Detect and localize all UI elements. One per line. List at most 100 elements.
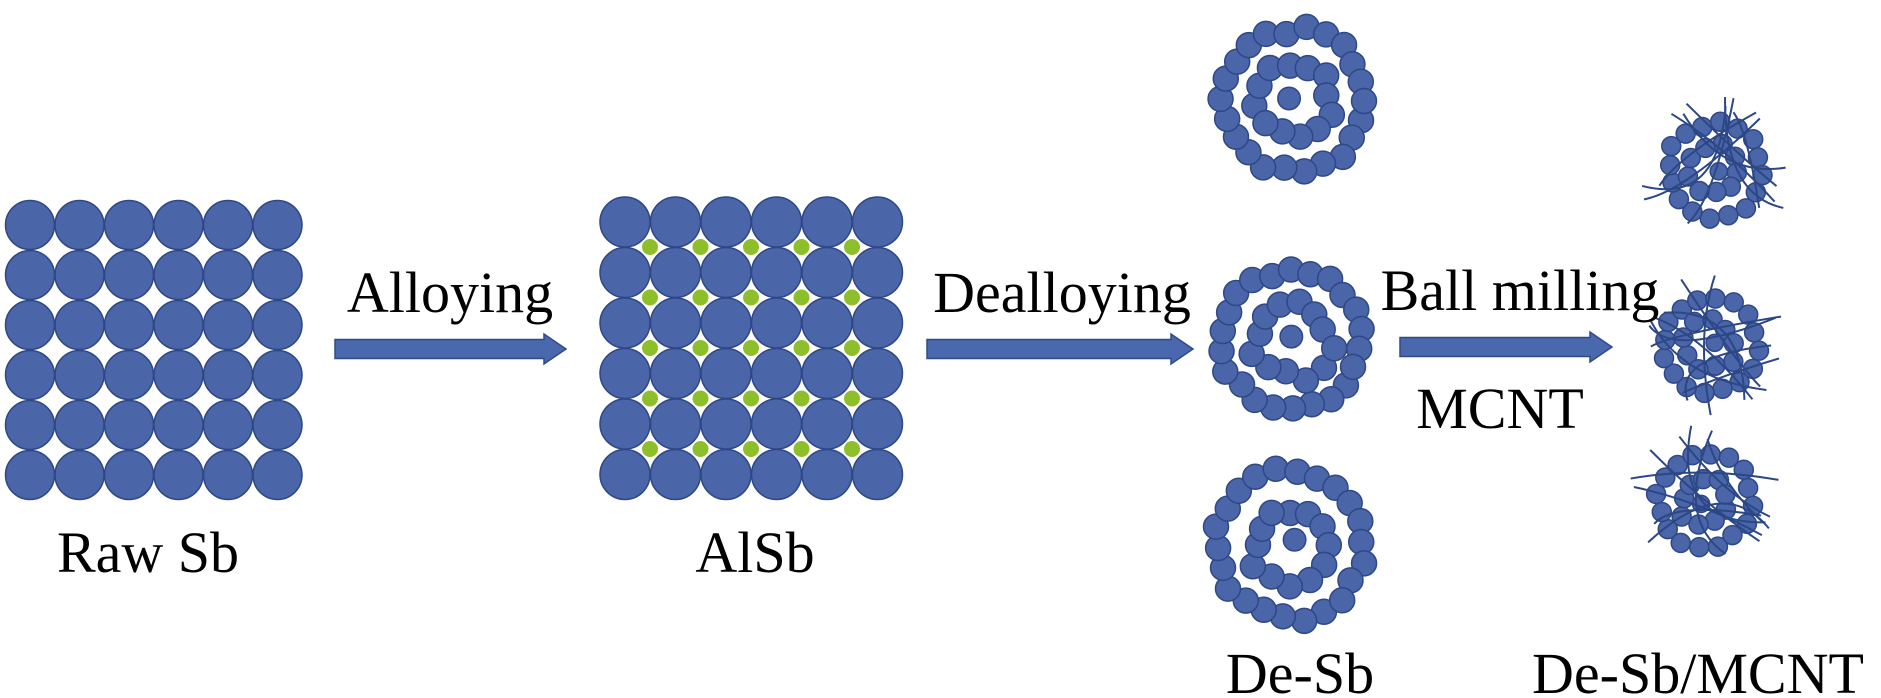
- al-atom: [642, 289, 658, 306]
- sb-particle: [700, 297, 752, 349]
- sb-particle: [750, 246, 803, 299]
- sb-particle: [649, 347, 702, 400]
- sb-particle: [851, 297, 904, 349]
- al-atom: [692, 289, 709, 306]
- sb-particle: [599, 398, 651, 450]
- process-arrows: [334, 330, 1614, 366]
- sb-particle: [252, 349, 303, 401]
- sb-particle: [649, 246, 702, 299]
- cnt-fiber: [1650, 315, 1782, 348]
- sb-particle: [252, 249, 303, 301]
- sb-particle: [851, 347, 904, 400]
- cnt-fiber: [1648, 316, 1776, 342]
- sb-particle: [1350, 87, 1378, 115]
- sb-particle: [1735, 198, 1757, 219]
- sb-particle: [4, 249, 56, 301]
- cnt-fiber: [1641, 106, 1727, 191]
- sb-particle: [1279, 324, 1304, 349]
- sb-particle: [599, 347, 651, 400]
- sb-particle: [4, 199, 56, 251]
- sb-particle: [252, 199, 303, 251]
- al-atom: [793, 289, 810, 306]
- al-atom: [844, 441, 860, 457]
- sb-particle: [202, 449, 254, 501]
- label-alsb: AlSb: [695, 520, 814, 585]
- sb-particle: [700, 246, 752, 299]
- al-atom: [692, 390, 709, 407]
- sb-particle: [750, 196, 803, 248]
- cnt-fiber: [1724, 96, 1784, 209]
- al-atom: [793, 390, 810, 407]
- cnt-fiber: [1649, 318, 1767, 391]
- sb-particle: [103, 199, 155, 251]
- sb-particle: [1688, 536, 1710, 558]
- sb-particle: [103, 399, 155, 451]
- sb-particle: [54, 299, 105, 351]
- sb-particle: [649, 398, 702, 450]
- sb-particle: [1748, 340, 1770, 361]
- sb-particle: [1277, 86, 1302, 111]
- label-raw-sb: Raw Sb: [57, 520, 239, 585]
- sb-particle: [1320, 335, 1348, 362]
- sb-particle: [202, 249, 254, 301]
- sb-particle: [801, 398, 853, 450]
- al-atom: [743, 289, 759, 306]
- sb-particle: [1667, 454, 1688, 476]
- label-de-sb-mcnt: De-Sb/MCNT: [1532, 641, 1864, 698]
- sb-particle: [1680, 147, 1702, 169]
- sb-particle: [4, 399, 56, 451]
- sb-particle: [103, 299, 155, 351]
- cnt-fiber: [1663, 311, 1746, 400]
- sb-particle: [801, 297, 853, 349]
- sb-particle: [599, 196, 651, 248]
- al-atom: [642, 340, 658, 356]
- cnt-fiber: [1647, 502, 1770, 544]
- sb-particle: [1290, 607, 1318, 635]
- sb-particle: [1262, 455, 1289, 483]
- al-atom: [692, 340, 709, 356]
- sb-particle: [153, 349, 204, 401]
- al-atom: [692, 239, 709, 255]
- sb-particle: [1722, 524, 1743, 546]
- label-de-sb: De-Sb: [1226, 641, 1374, 698]
- sb-particle: [801, 196, 853, 248]
- al-atom: [743, 390, 759, 407]
- sb-particle: [599, 448, 651, 501]
- sb-particle: [54, 199, 105, 251]
- sb-particle: [851, 246, 904, 299]
- sb-particle: [1699, 208, 1721, 229]
- cnt-fiber: [1687, 425, 1766, 524]
- process-arrow: [1399, 330, 1614, 364]
- al-atom: [844, 239, 860, 255]
- sb-particle: [54, 349, 105, 401]
- sb-particle: [4, 349, 56, 401]
- sb-particle: [700, 347, 752, 400]
- sb-particle: [153, 199, 204, 251]
- al-atom: [692, 441, 709, 457]
- cnt-fiber: [1658, 111, 1757, 187]
- sb-particle: [851, 448, 904, 501]
- cnt-fiber: [1680, 278, 1761, 388]
- label-mcnt: MCNT: [1416, 376, 1584, 441]
- sb-particle: [750, 297, 803, 349]
- sb-particle: [103, 249, 155, 301]
- al-atom: [844, 390, 860, 407]
- de-sb-clusters: [1202, 13, 1378, 635]
- sb-particle: [153, 249, 204, 301]
- label-ball-milling: Ball milling: [1381, 258, 1660, 323]
- sb-particle: [252, 299, 303, 351]
- sb-particle: [103, 449, 155, 501]
- al-atom: [642, 441, 658, 457]
- sb-particle: [153, 449, 204, 501]
- sb-particle: [54, 399, 105, 451]
- cnt-fiber: [1702, 275, 1716, 416]
- sb-particle: [1695, 137, 1716, 159]
- cnt-fiber: [1681, 357, 1780, 394]
- sb-particle: [202, 299, 254, 351]
- al-atom: [642, 239, 658, 255]
- sb-particle: [700, 196, 752, 248]
- al-atom: [844, 289, 860, 306]
- cnt-fiber: [1682, 113, 1786, 170]
- cnt-fiber: [1649, 449, 1761, 543]
